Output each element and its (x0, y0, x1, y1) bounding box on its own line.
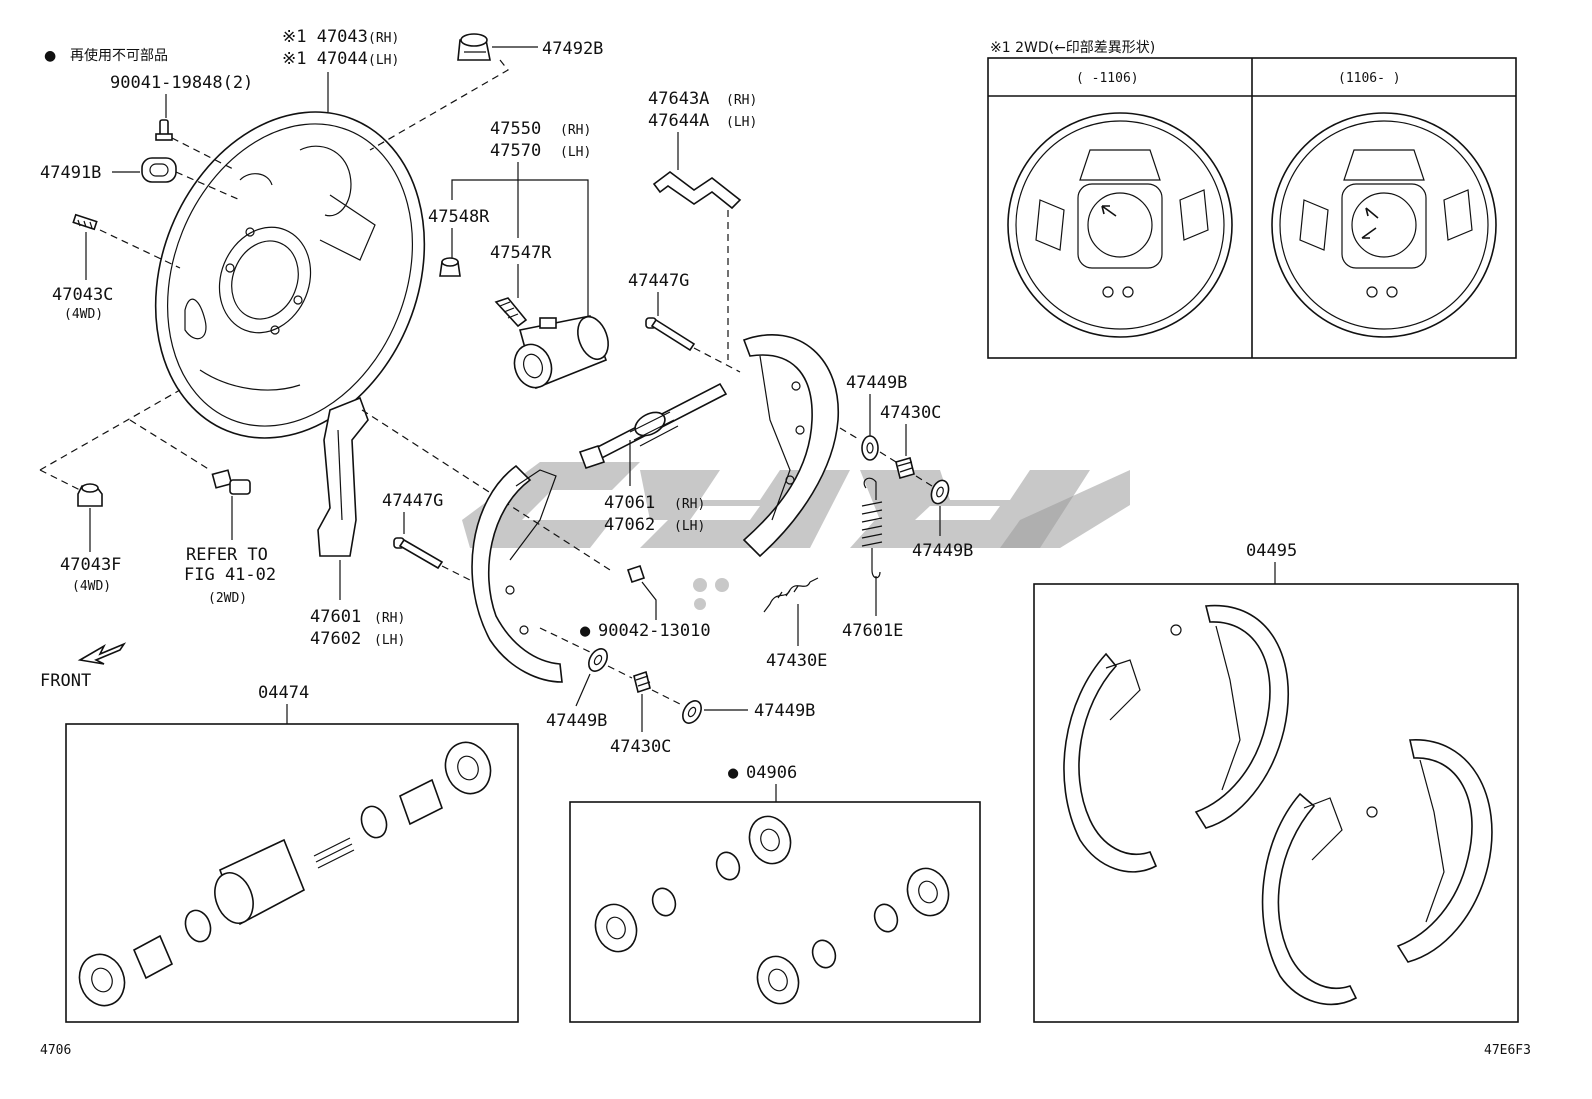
refer-line-3: (2WD) (208, 591, 247, 606)
label-47430c-a: 47430C (880, 403, 941, 423)
label-47449b-b: 47449B (912, 541, 973, 561)
label-47644a-side: (LH) (726, 115, 757, 130)
plug-47491b (141, 157, 177, 183)
footer-left-code: 4706 (40, 1043, 71, 1058)
label-47449b-c: 47449B (546, 711, 607, 731)
kit-04495-label: 04495 (1246, 541, 1297, 561)
cap-47492b (457, 33, 491, 61)
label-47062: 47062 (604, 515, 655, 535)
label-47043-side: (RH) (368, 31, 399, 46)
label-47447g-upper: 47447G (628, 271, 689, 291)
label-47643a-side: (RH) (726, 93, 757, 108)
label-47550-side: (RH) (560, 123, 591, 138)
variant-col-1: ( -1106) (1076, 71, 1139, 86)
label-47547r: 47547R (490, 243, 552, 263)
label-47644a: 47644A (648, 111, 709, 131)
front-label: FRONT (40, 671, 91, 691)
kit-04474-label: 04474 (258, 683, 309, 703)
label-47643a: 47643A (648, 89, 709, 109)
label-47602: 47602 (310, 629, 361, 649)
label-47602-side: (LH) (374, 633, 405, 648)
kit-04495-box (1033, 583, 1519, 1023)
retainer-47449b-c (588, 648, 608, 672)
pin-47447g-upper (645, 317, 696, 352)
label-47447g-lower: 47447G (382, 491, 443, 511)
label-90042: 90042-13010 (598, 621, 711, 641)
front-arrow-icon (77, 642, 127, 665)
retainer-47449b-d (682, 700, 702, 724)
stud-47043c (72, 213, 98, 231)
label-47043: ※1 47043 (282, 27, 368, 47)
legend-text: 再使用不可部品 (70, 47, 168, 64)
label-47492b: 47492B (542, 39, 603, 59)
label-47601-side: (RH) (374, 611, 405, 626)
nut-47043f (77, 483, 103, 507)
legend: ● 再使用不可部品 (44, 47, 168, 64)
kit-04906-box (569, 801, 981, 1023)
brake-shoe-upper (742, 334, 839, 558)
refer-line-1: REFER TO (186, 545, 268, 565)
watermark-logo (462, 462, 1130, 610)
retainer-47449b-b (930, 479, 950, 505)
spring-47430e (763, 577, 819, 613)
label-47601: 47601 (310, 607, 361, 627)
refer-line-2: FIG 41-02 (184, 565, 276, 585)
label-47548r: 47548R (428, 207, 490, 227)
label-47491b: 47491B (40, 163, 101, 183)
label-47430c-b: 47430C (610, 737, 671, 757)
variant-col-2: (1106- ) (1338, 71, 1401, 86)
label-47044: ※1 47044 (282, 49, 368, 69)
variant-plate-late (1271, 112, 1497, 338)
retainer-47449b-a (861, 435, 879, 461)
pin-47447g-lower (393, 537, 444, 570)
label-47449b-a: 47449B (846, 373, 907, 393)
bullet-icon: ● (44, 48, 56, 64)
wheel-cylinder (513, 315, 609, 390)
label-47061-side: (RH) (674, 497, 705, 512)
kit-04906-parts (594, 815, 950, 1005)
label-47043c: 47043C (52, 285, 113, 305)
label-47043f-note: (4WD) (72, 579, 111, 594)
label-90041: 90041-19848(2) (110, 73, 253, 93)
spring-47430c-a (895, 457, 915, 479)
bolt-90041 (155, 119, 173, 141)
spring-bracket-47643a (652, 171, 742, 210)
cap-47548r (439, 257, 461, 277)
label-47570-side: (LH) (560, 145, 591, 160)
label-47570: 47570 (490, 141, 541, 161)
label-47043c-note: (4WD) (64, 307, 103, 322)
spring-47601e (861, 477, 883, 579)
label-47550: 47550 (490, 119, 541, 139)
kit-04474-parts (78, 741, 492, 1007)
footer-right-code: 47E6F3 (1484, 1043, 1531, 1058)
variant-plate-early (1007, 112, 1233, 338)
brake-shoe-lower (471, 464, 563, 683)
kit-04495-parts (1063, 604, 1493, 1006)
bullet-icon: ● (580, 621, 591, 641)
bleeder-47547r (494, 297, 528, 328)
adjuster-47061 (578, 382, 728, 470)
label-47062-side: (LH) (674, 519, 705, 534)
label-47043f: 47043F (60, 555, 121, 575)
label-47430e: 47430E (766, 651, 827, 671)
label-47449b-d: 47449B (754, 701, 815, 721)
kit-04474-box (65, 723, 519, 1023)
bullet-icon: ● (728, 763, 739, 783)
nut-90042 (626, 564, 646, 584)
label-47601e: 47601E (842, 621, 903, 641)
label-47061: 47061 (604, 493, 655, 513)
kit-04906-label: 04906 (746, 763, 797, 783)
bolt-refer-fig-41-02 (211, 469, 251, 495)
backing-plate (154, 111, 426, 439)
label-47044-side: (LH) (368, 53, 399, 68)
spring-47430c-b (633, 670, 651, 694)
variant-note: ※1 2WD(←印部差異形状) (990, 40, 1155, 56)
